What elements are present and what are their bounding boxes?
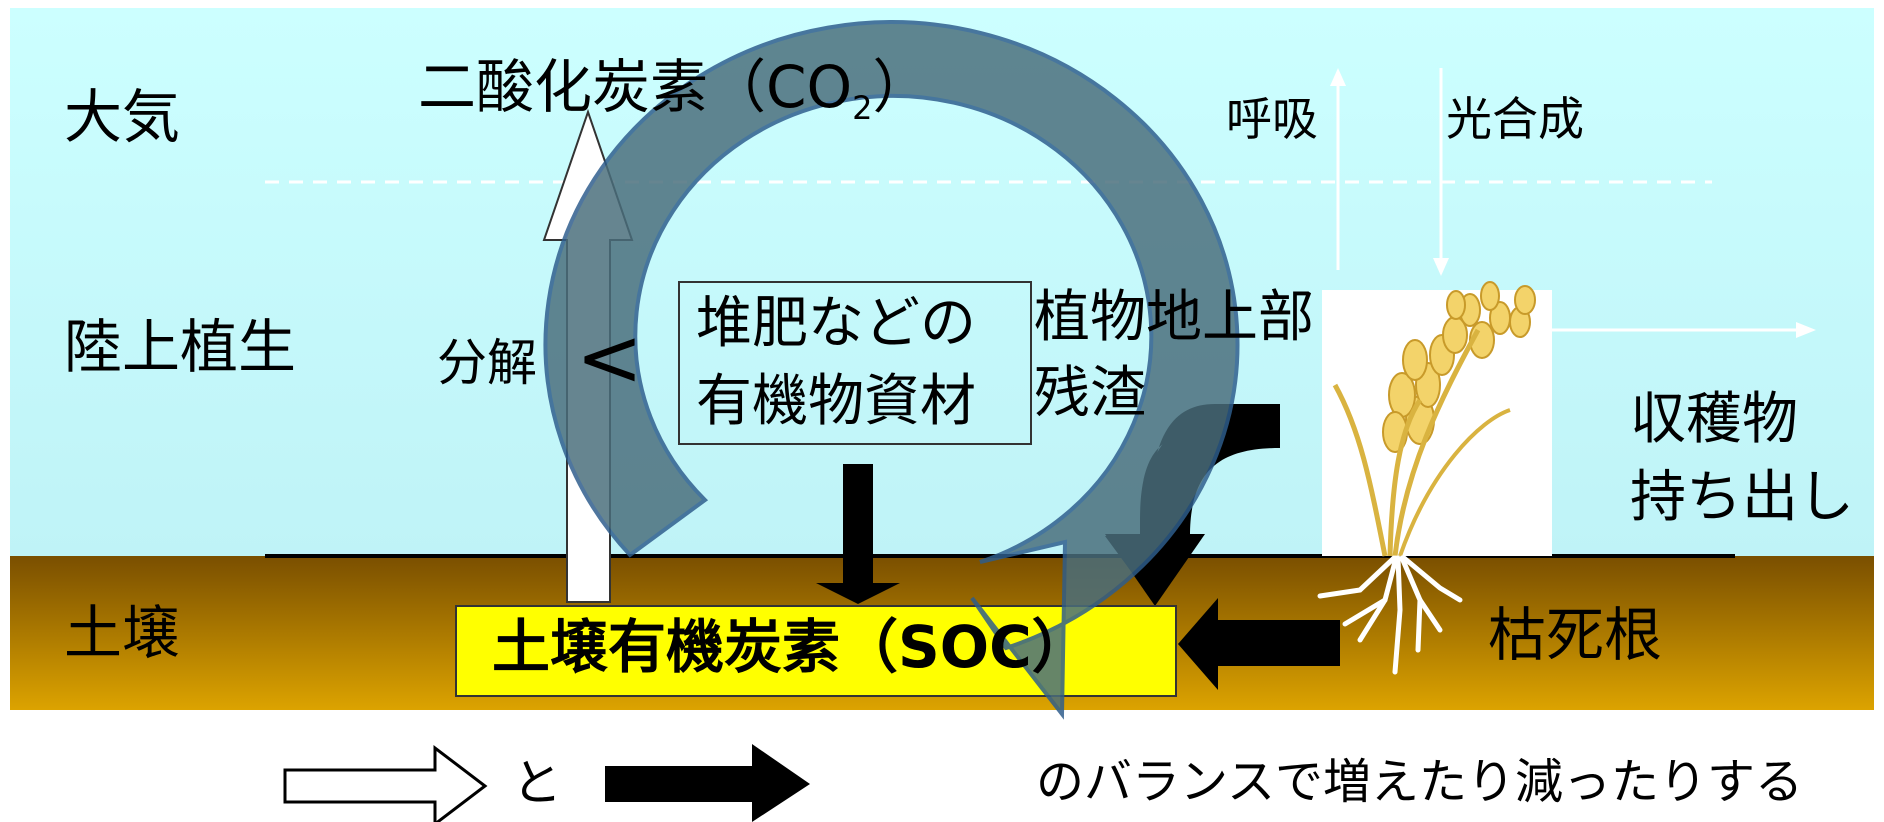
soc-label: 土壌有機炭素（SOC） [492, 613, 1090, 681]
residue-label-line1: 植物地上部 [1034, 285, 1314, 350]
legend-balance-label: のバランスで増えたり減ったりする [1036, 754, 1804, 810]
co2-label: 二酸化炭素（CO2） [418, 58, 931, 124]
root-input-arrow [1178, 598, 1340, 690]
co2-subscript: 2 [852, 89, 873, 127]
harvest-export-arrow [1552, 322, 1816, 338]
respiration-arrow [1330, 68, 1346, 270]
photosynthesis-label: 光合成 [1446, 92, 1584, 146]
co2-text: 二酸化炭素（CO [418, 53, 853, 121]
harvest-label-line1: 収穫物 [1630, 387, 1798, 452]
photosynthesis-arrow [1433, 68, 1449, 276]
rice-plant-image [1322, 281, 1552, 557]
dead-roots-label: 枯死根 [1488, 601, 1663, 669]
layer-label-atmosphere: 大気 [64, 83, 181, 151]
legend-and-label: と [512, 754, 562, 812]
layer-label-soil: 土壌 [64, 599, 181, 667]
carbon-cycle-arrow [543, 20, 1240, 720]
decomposition-label: 分解 [437, 334, 537, 392]
legend-black-arrow [605, 744, 810, 822]
legend-white-arrow [283, 744, 488, 822]
compost-label-line2: 有機物資材 [696, 369, 976, 434]
co2-paren: ） [872, 53, 931, 121]
less-than-symbol: < [576, 311, 644, 404]
compost-box: 堆肥などの 有機物資材 [678, 281, 1032, 445]
dead-roots-image [1317, 555, 1463, 675]
compost-label-line1: 堆肥などの [696, 291, 976, 356]
residue-label-line2: 残渣 [1034, 361, 1146, 426]
compost-input-arrow [816, 464, 900, 604]
layer-label-vegetation: 陸上植生 [64, 313, 297, 381]
harvest-label-line2: 持ち出し [1630, 465, 1854, 530]
respiration-label: 呼吸 [1226, 92, 1318, 146]
